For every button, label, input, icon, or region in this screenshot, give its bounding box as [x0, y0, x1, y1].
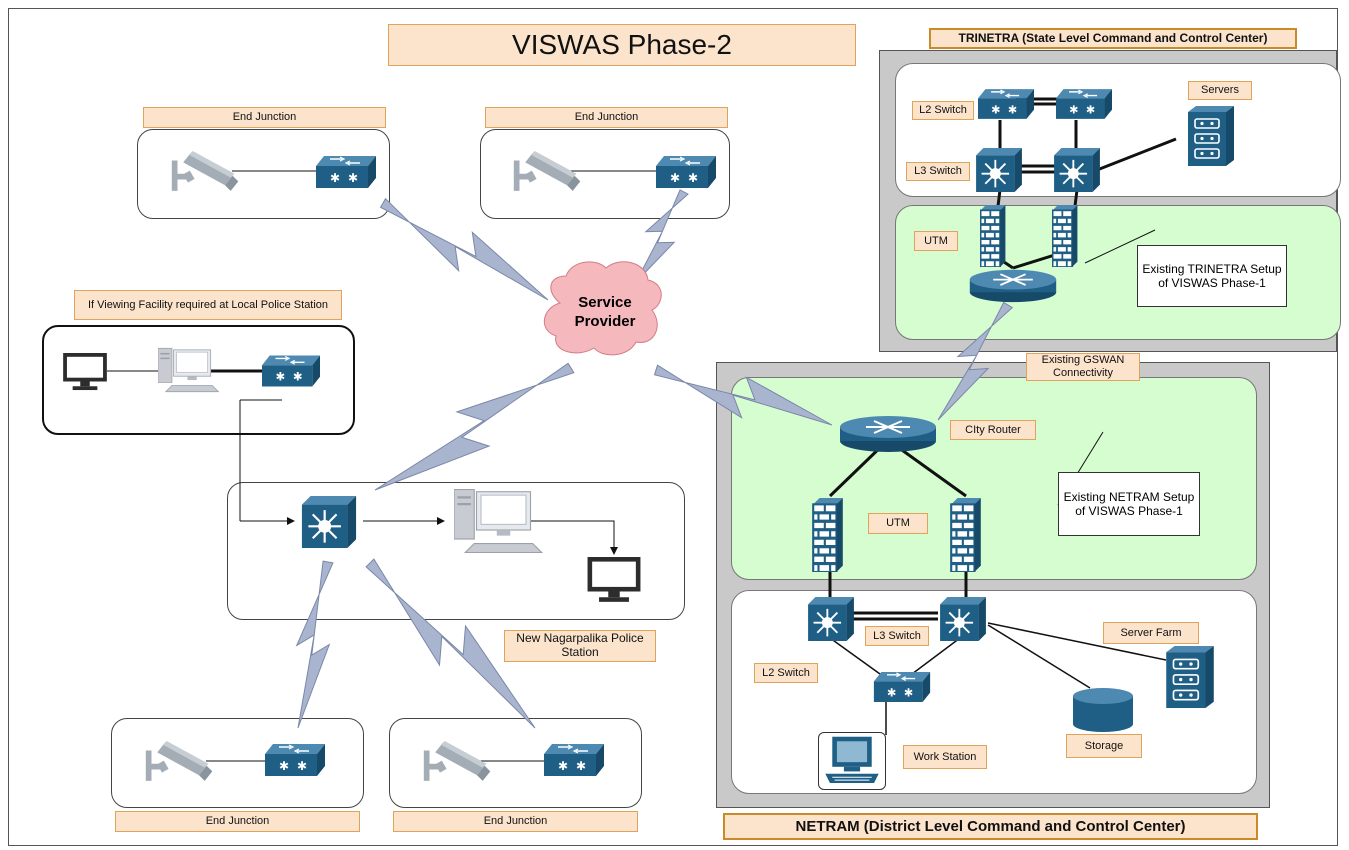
netram-utm-label: UTM — [868, 513, 928, 534]
trinetra-note: Existing TRINETRA Setup of VISWAS Phase-… — [1137, 245, 1287, 307]
city-router-label: CIty Router — [950, 420, 1036, 440]
l3-switch-icon — [1054, 148, 1100, 192]
l3-switch-icon — [808, 597, 854, 641]
server-farm-label: Server Farm — [1103, 622, 1199, 644]
netram-header: NETRAM (District Level Command and Contr… — [723, 813, 1258, 840]
trinetra-header: TRINETRA (State Level Command and Contro… — [929, 28, 1297, 49]
l2-switch-icon — [262, 355, 320, 387]
router-icon — [839, 415, 937, 453]
police-station-label: New Nagarpalika Police Station — [504, 630, 656, 662]
storage-icon — [1073, 688, 1133, 732]
monitor-icon — [587, 557, 641, 602]
end-junction-label-1: End Junction — [143, 107, 386, 128]
service-provider-label: Service Provider — [574, 294, 636, 330]
end-junction-label-4: End Junction — [393, 811, 638, 832]
server-icon — [1166, 646, 1214, 708]
l2-switch-icon — [872, 672, 932, 702]
l2-switch-icon — [544, 743, 604, 777]
cctv-camera-icon — [513, 151, 581, 191]
viewing-facility-label: If Viewing Facility required at Local Po… — [74, 290, 342, 320]
cctv-camera-icon — [145, 741, 213, 781]
cctv-camera-icon — [423, 741, 491, 781]
cloud-icon — [544, 261, 662, 356]
l2-switch-icon — [1056, 89, 1112, 119]
diagram-frame — [8, 8, 1338, 846]
l2-switch-icon — [265, 743, 325, 777]
monitor-icon — [63, 353, 107, 391]
l2-switch-icon — [316, 155, 376, 189]
l2-switch-icon — [656, 155, 716, 189]
trinetra-servers-label: Servers — [1188, 81, 1252, 100]
trinetra-l2-switch-label: L2 Switch — [912, 101, 974, 120]
firewall-icon — [811, 498, 845, 572]
firewall-icon — [1052, 205, 1078, 267]
work-station-label: Work Station — [903, 745, 987, 769]
end-junction-label-2: End Junction — [485, 107, 728, 128]
firewall-icon — [980, 205, 1006, 267]
netram-l2-switch-label: L2 Switch — [754, 663, 818, 683]
firewall-icon — [949, 498, 983, 572]
desktop-pc-icon — [158, 347, 219, 393]
server-icon — [1188, 106, 1234, 166]
end-junction-label-3: End Junction — [115, 811, 360, 832]
l2-switch-icon — [978, 89, 1034, 119]
workstation-icon — [823, 736, 881, 786]
l3-switch-icon — [976, 148, 1022, 192]
trinetra-utm-label: UTM — [914, 231, 958, 251]
l3-switch-icon — [939, 597, 987, 641]
trinetra-l3-switch-label: L3 Switch — [906, 162, 970, 181]
cctv-camera-icon — [171, 151, 239, 191]
storage-label: Storage — [1066, 734, 1142, 758]
router-icon — [968, 268, 1058, 304]
netram-l3-switch-label: L3 Switch — [865, 626, 929, 646]
gswan-label: Existing GSWAN Connectivity — [1026, 353, 1140, 381]
workstation-frame — [818, 732, 886, 790]
desktop-pc-icon — [454, 489, 543, 553]
page-title: VISWAS Phase-2 — [388, 24, 856, 66]
l3-switch-icon — [300, 496, 358, 548]
netram-note: Existing NETRAM Setup of VISWAS Phase-1 — [1058, 472, 1200, 536]
